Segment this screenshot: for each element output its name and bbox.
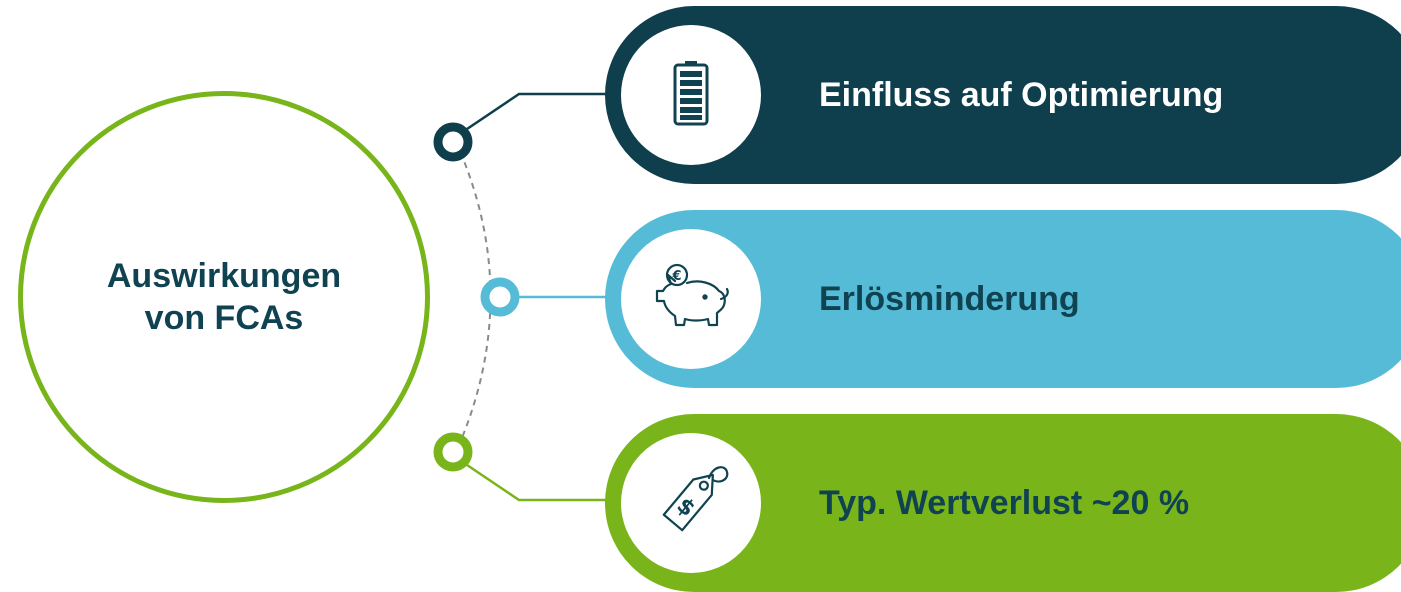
svg-text:$: $	[672, 493, 700, 522]
price-tag-icon: $	[651, 456, 731, 551]
pill-label: Erlösminderung	[819, 279, 1080, 318]
node-2	[480, 277, 520, 317]
center-title-line-1: Auswirkungen	[106, 257, 342, 295]
icon-circle: $	[621, 433, 761, 573]
center-circle: Auswirkungen von FCAs	[18, 91, 430, 503]
connector-line-1	[466, 92, 640, 131]
node-3	[433, 432, 473, 472]
center-title-line-2: von FCAs	[144, 299, 304, 337]
connector-line-3	[466, 463, 640, 502]
center-title: Auswirkungen von FCAs	[64, 255, 384, 339]
svg-text:€: €	[671, 269, 681, 284]
pill-label: Einfluss auf Optimierung	[819, 75, 1224, 114]
pill-wertverlust: $ Typ. Wertverlust ~20 %	[605, 414, 1401, 592]
node-1	[433, 122, 473, 162]
battery-icon	[673, 60, 709, 131]
pill-erloesminderung: € Erlösminderung	[605, 210, 1401, 388]
pill-label: Typ. Wertverlust ~20 %	[819, 483, 1190, 522]
piggy-bank-icon: €	[651, 261, 731, 338]
pill-einfluss: Einfluss auf Optimierung	[605, 6, 1401, 184]
icon-circle	[621, 25, 761, 165]
icon-circle: €	[621, 229, 761, 369]
